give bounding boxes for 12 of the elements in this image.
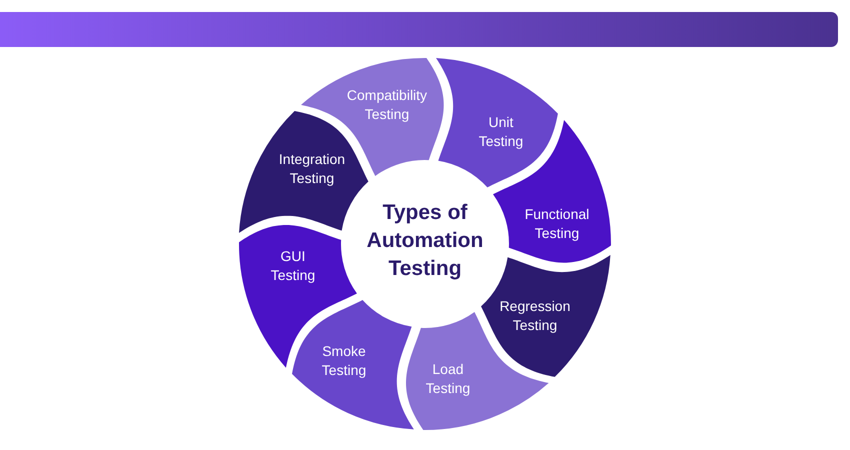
ring-segment	[436, 58, 558, 188]
segment-label: Functional Testing	[524, 204, 590, 243]
segment-label: Smoke Testing	[322, 342, 366, 380]
segment-label: Load Testing	[426, 360, 470, 398]
segment-label: Integration Testing	[278, 150, 346, 188]
ring-segment	[481, 254, 611, 377]
ring-segment	[292, 300, 414, 430]
segment-label: Compatibility Testing	[346, 86, 428, 124]
segment-label: Regression Testing	[500, 296, 570, 335]
segment-label: GUI Testing	[270, 246, 316, 285]
segment-label: Unit Testing	[478, 112, 524, 151]
diagram-title: Types of Automation Testing	[366, 200, 484, 282]
